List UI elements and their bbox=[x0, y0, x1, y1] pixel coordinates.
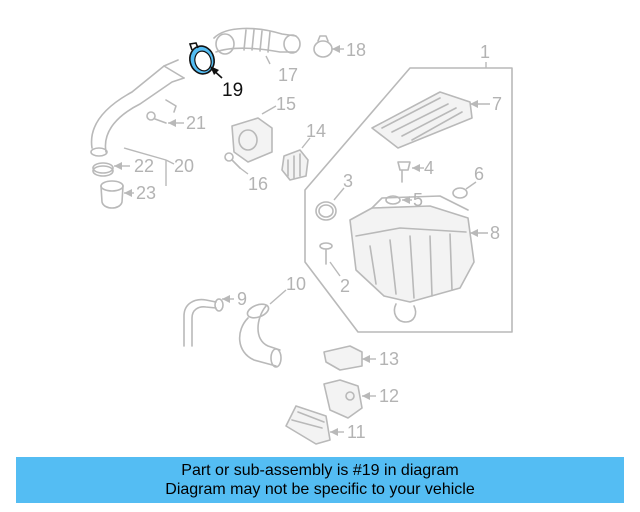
part-20-intake-pipe[interactable] bbox=[90, 59, 185, 186]
part-7-cover[interactable] bbox=[371, 91, 490, 149]
part-6-grommet[interactable] bbox=[452, 181, 477, 199]
part-12-bracket[interactable] bbox=[323, 379, 376, 419]
callout-10: 10 bbox=[286, 274, 306, 294]
part-15-sensor[interactable] bbox=[231, 105, 277, 163]
part-5-ring[interactable] bbox=[385, 195, 412, 205]
callout-5: 5 bbox=[413, 190, 423, 210]
part-22-ring[interactable] bbox=[92, 162, 130, 177]
part-10-intake-hose[interactable] bbox=[238, 289, 287, 368]
callout-22: 22 bbox=[134, 156, 154, 176]
callout-3: 3 bbox=[343, 171, 353, 191]
part-21-bolt[interactable] bbox=[146, 111, 184, 127]
part-18-clamp[interactable] bbox=[313, 35, 344, 58]
callout-9: 9 bbox=[237, 289, 247, 309]
callout-1: 1 bbox=[480, 42, 490, 62]
part-17-upper-hose[interactable] bbox=[213, 27, 301, 65]
callout-4: 4 bbox=[424, 158, 434, 178]
callout-11: 11 bbox=[347, 422, 366, 442]
callout-8: 8 bbox=[490, 223, 500, 243]
part-2-screw[interactable] bbox=[319, 242, 341, 277]
callout-2: 2 bbox=[340, 276, 350, 296]
part-9-hose[interactable] bbox=[183, 295, 234, 347]
callout-14: 14 bbox=[306, 121, 326, 141]
part-14-sensor-body[interactable] bbox=[281, 137, 311, 181]
callout-13: 13 bbox=[379, 349, 399, 369]
callout-16: 16 bbox=[248, 174, 268, 194]
callout-20: 20 bbox=[174, 156, 194, 176]
callout-6: 6 bbox=[474, 164, 484, 184]
banner-line-2: Diagram may not be specific to your vehi… bbox=[165, 481, 475, 498]
callout-7: 7 bbox=[492, 94, 502, 114]
callout-12: 12 bbox=[379, 386, 399, 406]
callout-19-highlighted: 19 bbox=[222, 80, 243, 101]
info-banner: Part or sub-assembly is #19 in diagram D… bbox=[16, 457, 624, 503]
part-23-coupler[interactable] bbox=[100, 180, 134, 209]
callout-15: 15 bbox=[276, 94, 296, 114]
part-16-bolt[interactable] bbox=[224, 152, 249, 175]
part-19-clamp-highlighted[interactable] bbox=[187, 42, 223, 79]
part-8-air-box[interactable] bbox=[349, 195, 488, 323]
callout-18: 18 bbox=[346, 40, 366, 60]
banner-line-1: Part or sub-assembly is #19 in diagram bbox=[181, 462, 459, 479]
callout-23: 23 bbox=[136, 183, 156, 203]
callout-21: 21 bbox=[186, 113, 206, 133]
parts-diagram: 1 2 3 4 5 6 7 8 9 10 11 12 13 14 15 16 1… bbox=[90, 27, 513, 445]
callout-17: 17 bbox=[278, 65, 298, 85]
part-13-cover[interactable] bbox=[323, 345, 376, 371]
part-3-gasket[interactable] bbox=[315, 187, 345, 221]
part-4-clip[interactable] bbox=[397, 161, 424, 183]
assembly-frame bbox=[304, 62, 513, 333]
part-11-duct[interactable] bbox=[285, 405, 344, 445]
